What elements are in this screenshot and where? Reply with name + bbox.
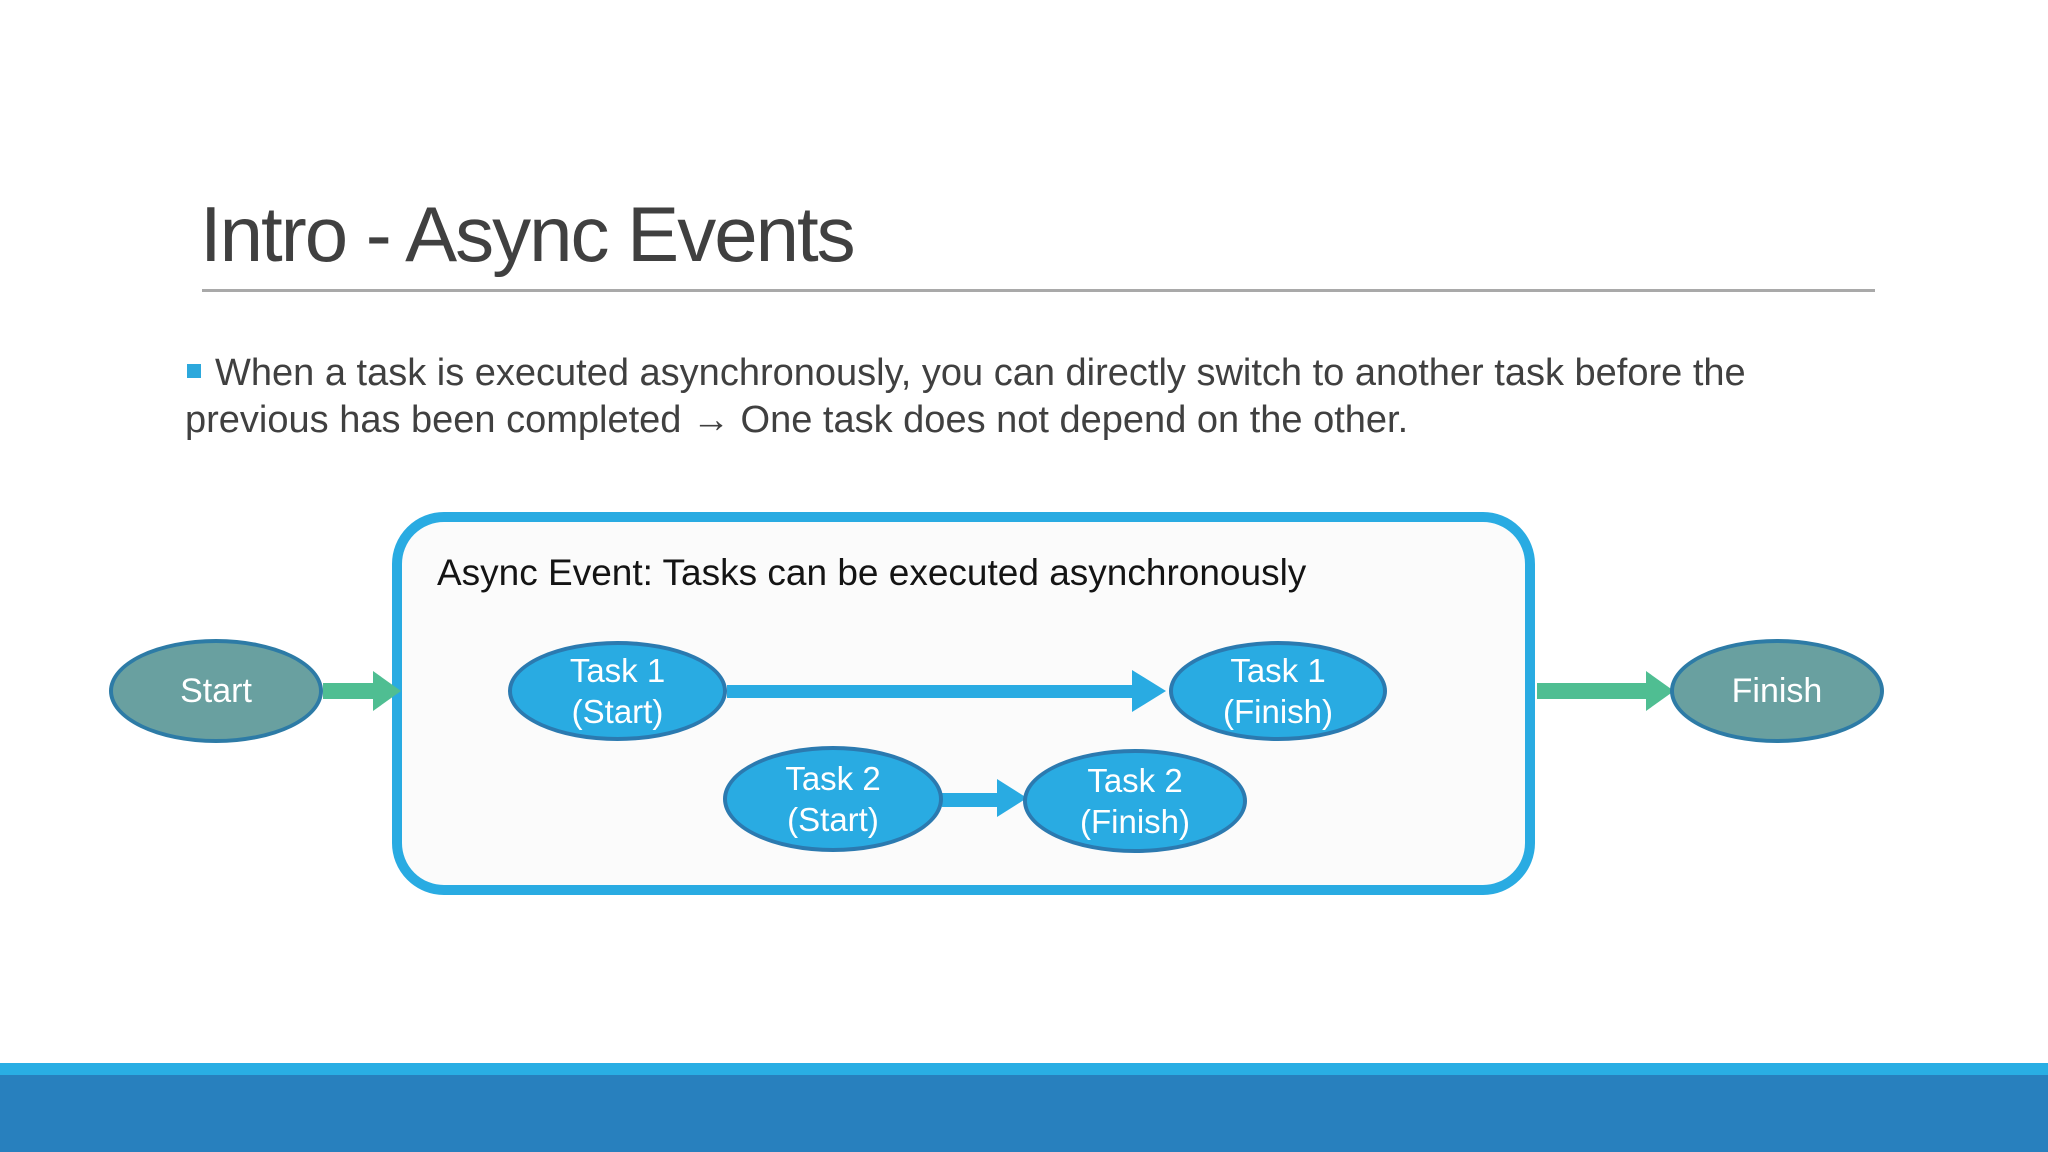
node-task2-finish-line1: Task 2 [1087,762,1183,799]
node-task2-start: Task 2 (Start) [723,746,943,852]
node-task1-start-line2: (Start) [571,693,664,730]
node-task1-start-line1: Task 1 [569,652,666,689]
title-underline [202,289,1875,292]
bullet-marker-icon [187,364,201,378]
bullet-text-line1: When a task is executed asynchronously, … [215,352,1746,394]
footer-accent-strip [0,1063,2048,1075]
arrow-head-icon [997,779,1027,817]
node-task2-start-line2: (Start) [787,801,879,838]
bullet-item: When a task is executed asynchronously, … [185,350,1965,397]
node-finish: Finish [1670,639,1884,743]
page-title: Intro - Async Events [200,190,856,278]
node-task1-finish: Task 1 (Finish) [1169,641,1387,741]
node-start-label: Start [180,671,252,710]
arrow-head-icon [373,671,401,711]
arrow-shaft [942,793,997,807]
node-task1-start: Task 1 (Start) [508,641,727,741]
node-task2-start-line1: Task 2 [785,760,881,797]
arrow-head-icon [1646,671,1674,711]
async-event-box-label: Async Event: Tasks can be executed async… [437,552,1307,593]
arrow-head-icon [1132,670,1166,712]
arrow-shaft [1537,683,1646,699]
footer-band [0,1075,2048,1152]
node-task1-finish-line2: (Finish) [1222,693,1333,730]
bullet-paragraph: When a task is executed asynchronously, … [185,350,1965,444]
arrow-shaft [727,685,1132,698]
node-task1-finish-line1: Task 1 [1230,652,1326,689]
node-task2-finish: Task 2 (Finish) [1023,749,1247,853]
node-start: Start [109,639,323,743]
node-finish-label: Finish [1731,671,1823,710]
bullet-text-line2: previous has been completed → One task d… [185,399,1409,441]
node-task2-finish-line2: (Finish) [1079,803,1190,840]
arrow-shaft [323,683,373,699]
